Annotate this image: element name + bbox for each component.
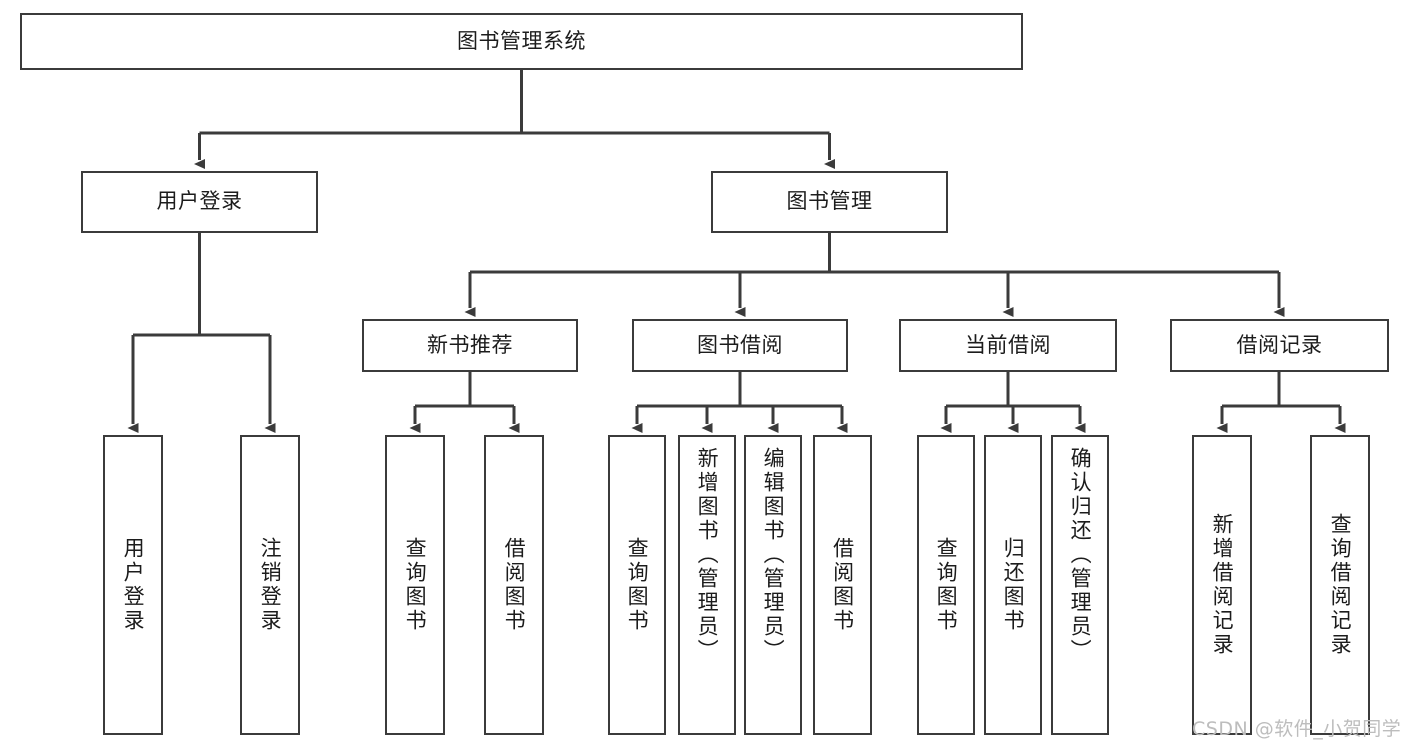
- node-label: 注销登录: [258, 537, 283, 633]
- leaf-user-login[interactable]: 用户登录: [103, 435, 163, 735]
- node-label: 查询图书: [403, 537, 428, 633]
- leaf-add-borrow-record[interactable]: 新增借阅记录: [1192, 435, 1252, 735]
- node-label: 图书借阅: [697, 332, 783, 357]
- node-new-book-recommend[interactable]: 新书推荐: [362, 319, 578, 372]
- node-label: 查询借阅记录: [1328, 513, 1353, 657]
- leaf-confirm-return-admin[interactable]: 确认归还（管理员）: [1051, 435, 1109, 735]
- node-borrow-records[interactable]: 借阅记录: [1170, 319, 1389, 372]
- node-label: 借阅图书: [502, 537, 527, 633]
- node-user-login[interactable]: 用户登录: [81, 171, 318, 233]
- node-label: 当前借阅: [965, 332, 1051, 357]
- leaf-query-books-current[interactable]: 查询图书: [917, 435, 975, 735]
- node-label: 用户登录: [121, 537, 146, 633]
- node-book-management[interactable]: 图书管理: [711, 171, 948, 233]
- node-label: 编辑图书（管理员）: [761, 447, 786, 663]
- csdn-watermark: CSDN @软件_小贺同学: [1192, 718, 1402, 740]
- node-current-borrow[interactable]: 当前借阅: [899, 319, 1117, 372]
- leaf-borrow-book[interactable]: 借阅图书: [813, 435, 872, 735]
- node-label: 确认归还（管理员）: [1068, 447, 1093, 663]
- node-label: 新增借阅记录: [1210, 513, 1235, 657]
- leaf-query-borrow-record[interactable]: 查询借阅记录: [1310, 435, 1370, 735]
- leaf-logout[interactable]: 注销登录: [240, 435, 300, 735]
- leaf-borrow-books-recommend[interactable]: 借阅图书: [484, 435, 544, 735]
- leaf-add-book-admin[interactable]: 新增图书（管理员）: [678, 435, 736, 735]
- leaf-edit-book-admin[interactable]: 编辑图书（管理员）: [744, 435, 802, 735]
- node-label: 新增图书（管理员）: [695, 447, 720, 663]
- leaf-return-book[interactable]: 归还图书: [984, 435, 1042, 735]
- leaf-query-books-borrow[interactable]: 查询图书: [608, 435, 666, 735]
- node-label: 借阅记录: [1236, 332, 1323, 357]
- node-label: 查询图书: [625, 537, 650, 633]
- node-label: 用户登录: [156, 189, 243, 214]
- node-root[interactable]: 图书管理系统: [20, 13, 1023, 70]
- node-book-borrow[interactable]: 图书借阅: [632, 319, 848, 372]
- node-label: 图书管理: [786, 189, 873, 214]
- node-label: 新书推荐: [427, 332, 513, 357]
- node-label: 借阅图书: [830, 537, 855, 633]
- leaf-query-books-recommend[interactable]: 查询图书: [385, 435, 445, 735]
- node-label: 查询图书: [934, 537, 959, 633]
- node-label: 图书管理系统: [457, 28, 586, 53]
- node-label: 归还图书: [1001, 537, 1026, 633]
